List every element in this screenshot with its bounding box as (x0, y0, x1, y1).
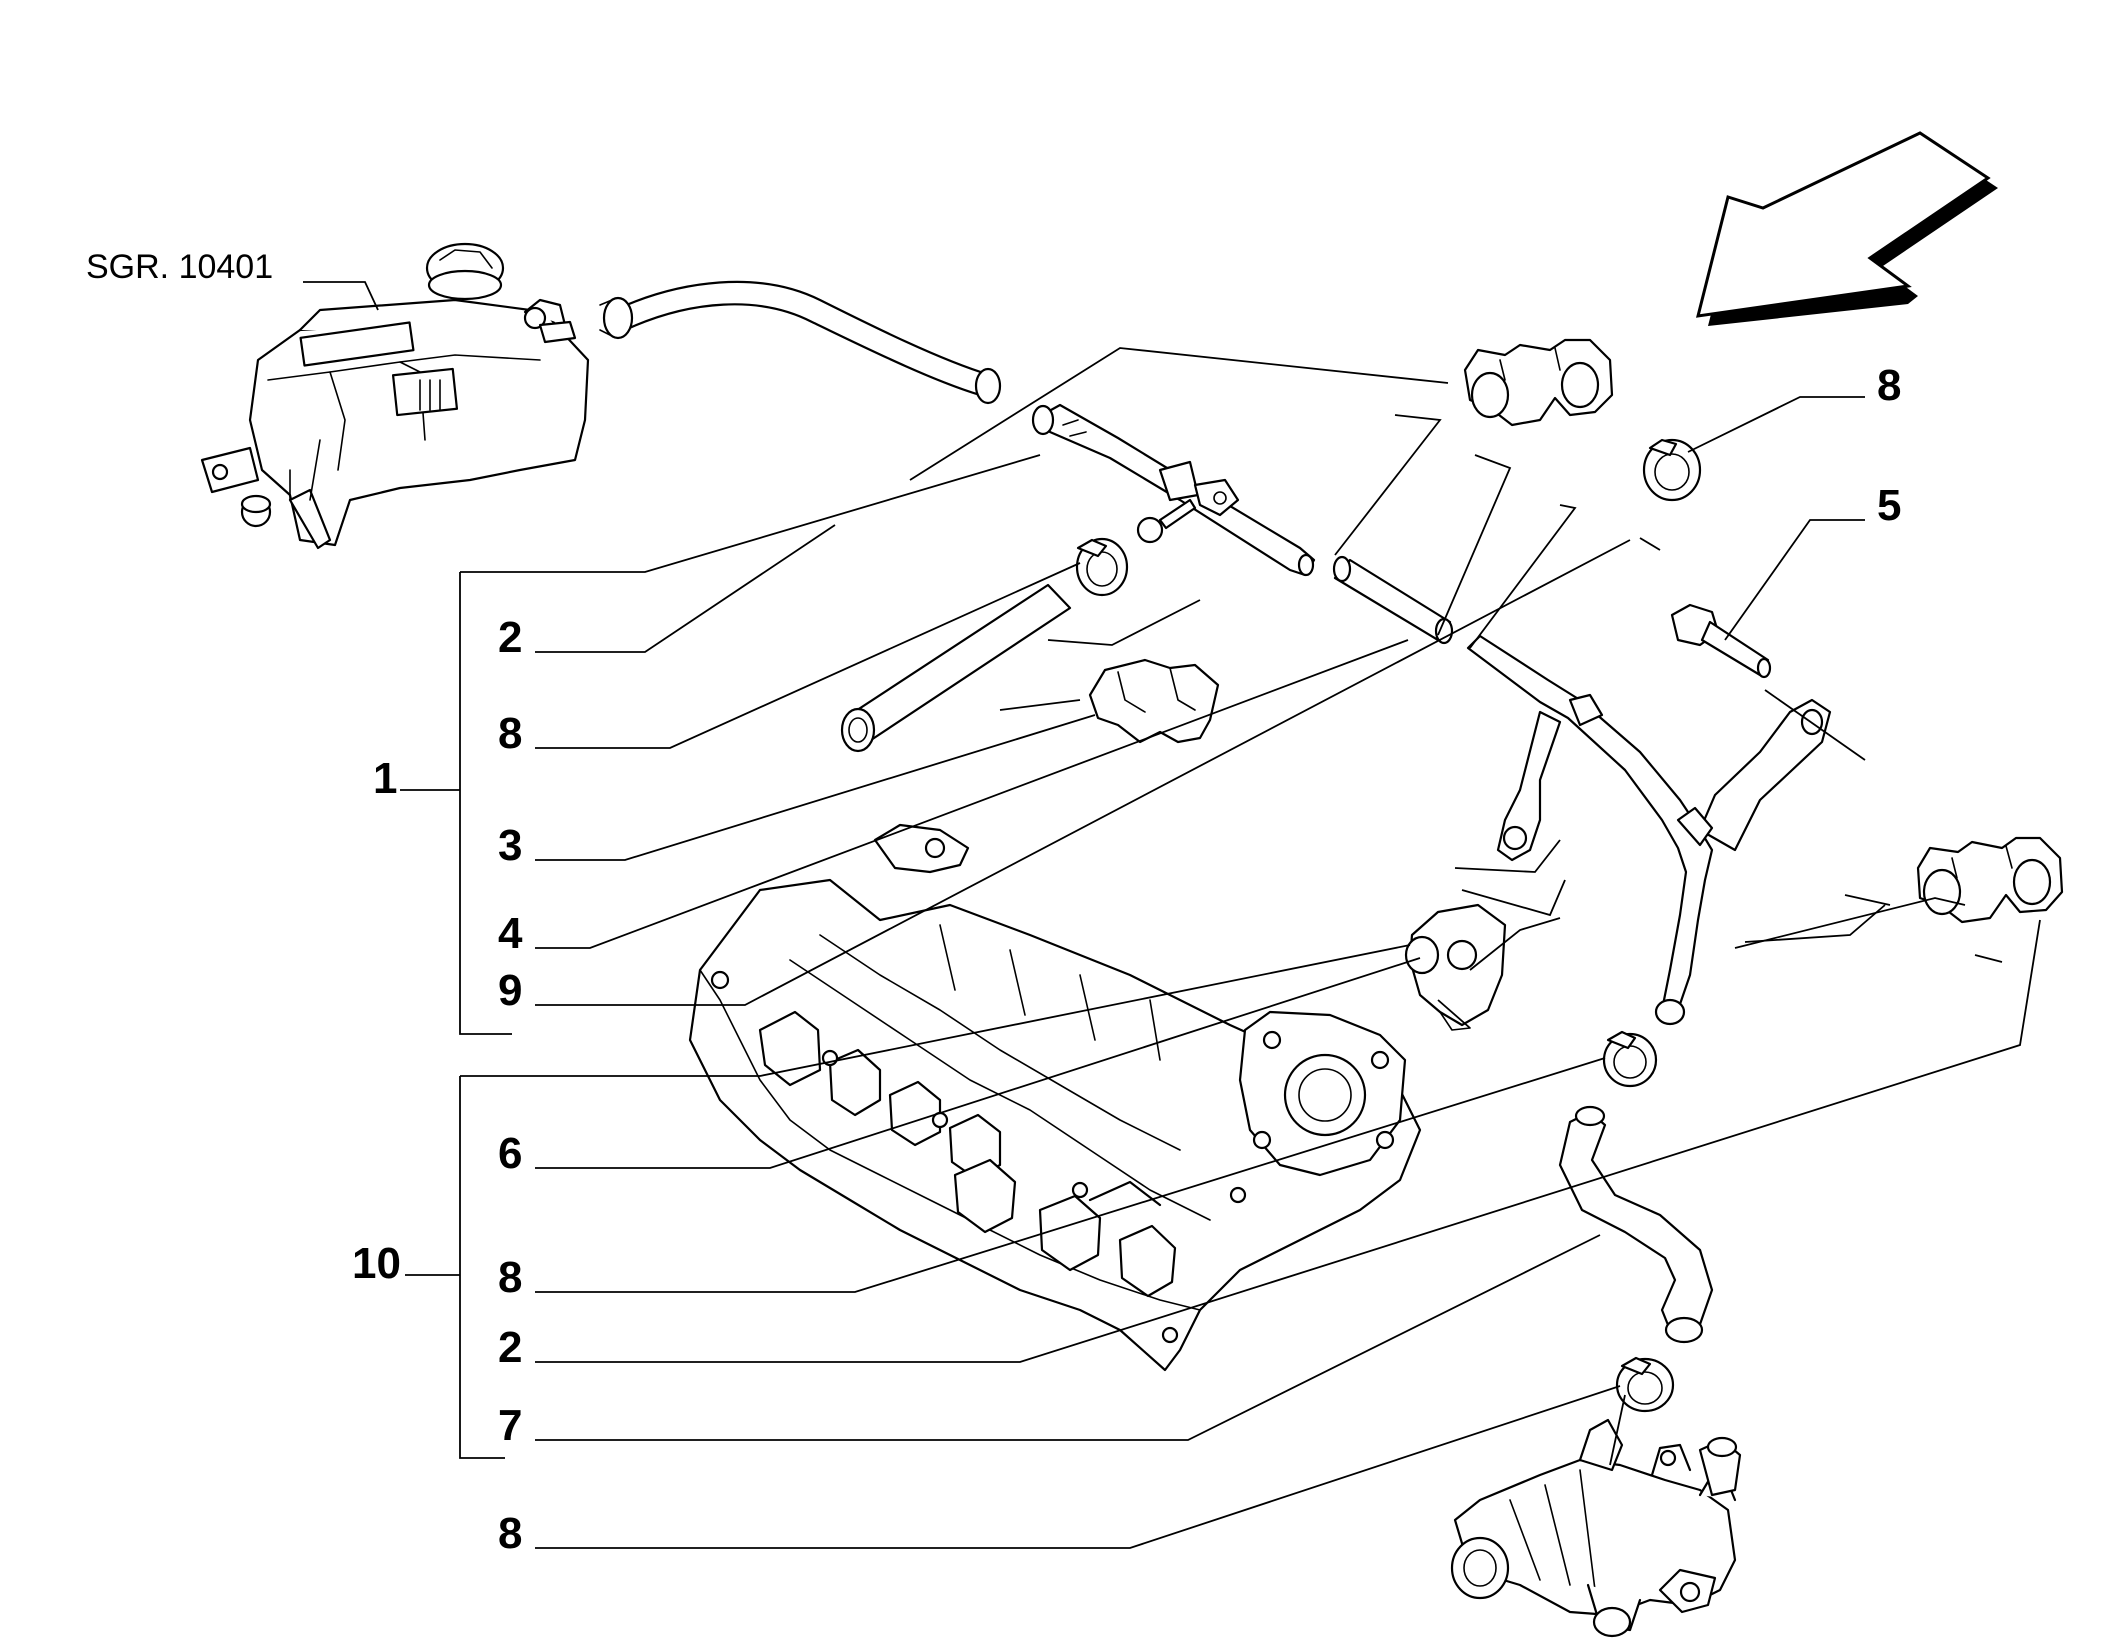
fitting-block (1404, 903, 1507, 1031)
callout-4: 4 (498, 909, 523, 958)
callout-8: 8 (498, 1509, 522, 1558)
hose-clamp (1075, 537, 1129, 597)
coolant-pipe (1031, 403, 1316, 577)
pipe-bracket (1088, 658, 1220, 744)
hose (840, 583, 1072, 753)
hose-clamp (1602, 1030, 1658, 1088)
reference-label: SGR. 10401 (86, 248, 273, 286)
callout-2: 2 (498, 1323, 522, 1372)
callout-1: 1 (373, 754, 397, 803)
hose-clamp (1615, 1356, 1675, 1413)
double-pipe-clip (1916, 836, 2064, 924)
lower-hose (1558, 1105, 1714, 1344)
coolant-pipe-assembly (1466, 634, 1832, 1026)
double-pipe-clip (1463, 338, 1614, 427)
callout-5: 5 (1877, 481, 1901, 530)
callout-3: 3 (498, 821, 522, 870)
callout-8: 8 (498, 709, 522, 758)
callout-7: 7 (498, 1401, 522, 1450)
leader-lines (303, 281, 2041, 1549)
thermostat-housing (1450, 1418, 1742, 1638)
callout-2: 2 (498, 613, 522, 662)
callout-8: 8 (498, 1253, 522, 1302)
expansion-tank (200, 242, 590, 550)
short-hose (1332, 555, 1454, 645)
callout-10: 10 (352, 1239, 401, 1288)
upper-hose (599, 280, 1002, 405)
bolt (1670, 603, 1772, 679)
callout-6: 6 (498, 1129, 522, 1178)
callout-9: 9 (498, 966, 522, 1015)
intake-manifold (688, 823, 1422, 1372)
callout-8: 8 (1877, 361, 1901, 410)
direction-arrow-icon (1695, 131, 1998, 326)
hose-clamp (1642, 438, 1702, 502)
